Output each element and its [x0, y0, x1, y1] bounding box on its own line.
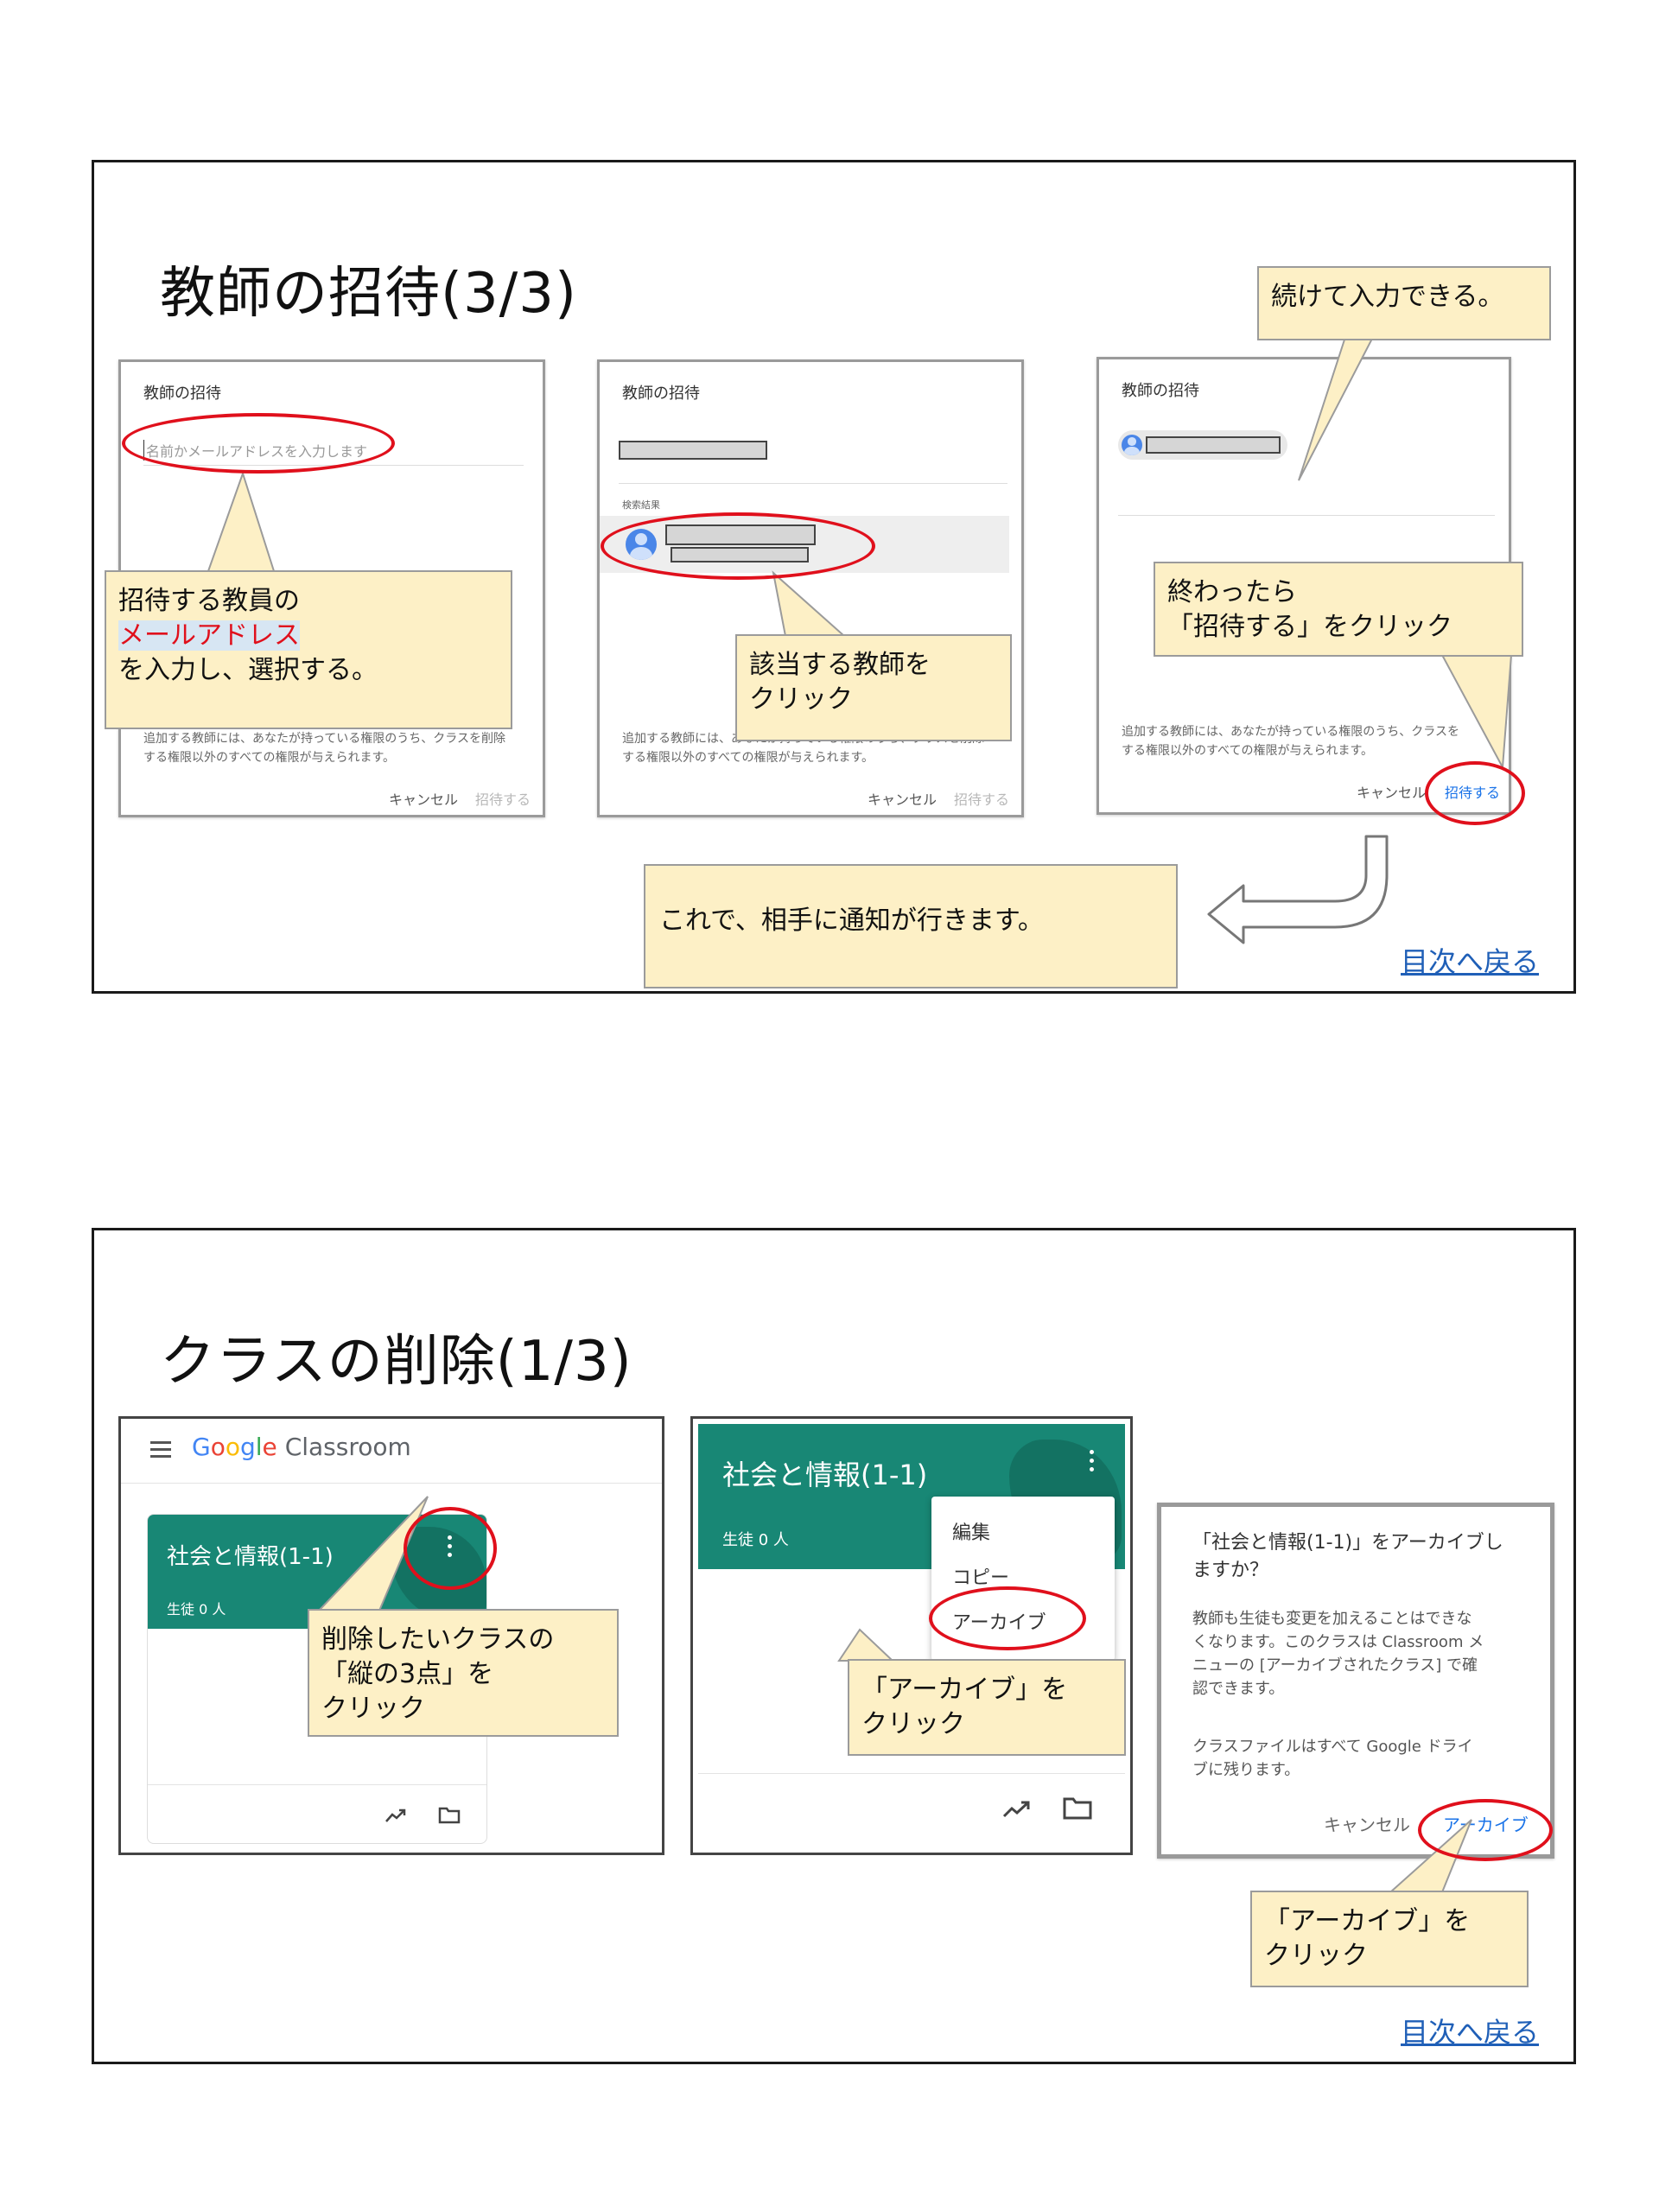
cancel-button[interactable]: キャンセル	[389, 791, 459, 808]
menu-item-edit[interactable]: 編集	[952, 1522, 991, 1544]
dialog-title: 教師の招待	[143, 385, 221, 403]
google-classroom-logo: Google Classroom	[192, 1433, 411, 1461]
callout-select-email: 招待する教員の メールアドレス を入力し、選択する。	[105, 570, 512, 729]
callout-click-teacher: 該当する教師を クリック	[735, 634, 1012, 741]
archive-files-note: クラスファイルはすべて Google ドライ ブに残ります。	[1192, 1738, 1473, 1779]
folder-icon[interactable]	[1063, 1796, 1092, 1820]
google-letter: g	[239, 1433, 256, 1461]
highlighted-term: メールアドレス	[118, 620, 300, 651]
google-letter: G	[192, 1433, 211, 1461]
highlight-ring-archive-menu	[929, 1586, 1086, 1650]
header-divider	[121, 1483, 662, 1484]
dialog-title: 教師の招待	[622, 385, 700, 403]
class-name[interactable]: 社会と情報(1-1)	[722, 1459, 928, 1491]
class-name[interactable]: 社会と情報(1-1)	[167, 1544, 334, 1570]
callout-notification: これで、相手に通知が行きます。	[644, 864, 1178, 988]
callout-kebab: 削除したいクラスの 「縦の3点」を クリック	[308, 1609, 619, 1737]
callout-tail-click	[772, 570, 847, 637]
google-letter: l	[255, 1433, 263, 1461]
slide-teacher-invite: 教師の招待(3/3) 教師の招待 名前かメールアドレスを入力します 追加する教師…	[92, 160, 1576, 994]
card-footer-divider	[698, 1773, 1125, 1774]
callout-tail-select	[207, 470, 276, 572]
divider	[1118, 515, 1495, 516]
highlight-ring-result	[601, 512, 875, 580]
kebab-menu-icon[interactable]	[1085, 1448, 1097, 1478]
cancel-button[interactable]: キャンセル	[1357, 785, 1427, 801]
highlight-ring-invite	[1425, 761, 1525, 825]
highlight-ring-kebab	[404, 1507, 497, 1590]
callout-tails	[207, 336, 1513, 771]
callout-finish-invite: 終わったら 「招待する」をクリック	[1154, 562, 1523, 657]
toc-link[interactable]: 目次へ戻る	[1401, 945, 1540, 978]
google-letter: o	[210, 1433, 226, 1461]
slide-title: クラスの削除(1/3)	[160, 1330, 632, 1394]
callout-tail-continue	[1285, 336, 1375, 481]
menu-item-copy[interactable]: コピー	[952, 1567, 1010, 1589]
callout-tail-archive-menu	[837, 1628, 895, 1662]
trending-icon[interactable]	[1002, 1799, 1032, 1820]
archive-question: 「社会と情報(1-1)」をアーカイブし ますか？	[1192, 1532, 1503, 1581]
redacted-chip-name	[1146, 436, 1281, 454]
student-count: 生徒 0 人	[722, 1531, 789, 1549]
highlight-ring-archive-button	[1418, 1799, 1553, 1861]
archive-description: 教師も生徒も変更を加えることはできな くなります。このクラスは Classroo…	[1192, 1610, 1484, 1698]
folder-icon[interactable]	[438, 1805, 461, 1824]
curved-arrow-icon	[1207, 835, 1389, 944]
cancel-button[interactable]: キャンセル	[1324, 1815, 1410, 1835]
callout-archive-menu: 「アーカイブ」を クリック	[848, 1659, 1126, 1756]
invite-button[interactable]: 招待する	[954, 791, 1010, 808]
redacted-input	[619, 441, 767, 460]
callout-continue-input: 続けて入力できる。	[1257, 266, 1551, 340]
toc-link[interactable]: 目次へ戻る	[1401, 2016, 1540, 2049]
invite-button[interactable]: 招待する	[475, 791, 531, 808]
callout-archive-button: 「アーカイブ」を クリック	[1250, 1891, 1529, 1987]
selected-chip[interactable]	[1118, 430, 1287, 460]
google-wordmark: Google	[192, 1433, 277, 1461]
google-letter: e	[262, 1433, 277, 1461]
divider	[619, 483, 1007, 484]
avatar	[1122, 435, 1142, 455]
google-letter: o	[225, 1433, 240, 1461]
slide-class-delete: クラスの削除(1/3) Google Classroom 社会と情報(1-1) …	[92, 1228, 1576, 2064]
callout-tail-finish	[1440, 654, 1513, 771]
dialog-title: 教師の招待	[1122, 382, 1199, 400]
student-count: 生徒 0 人	[167, 1601, 226, 1618]
highlight-ring-input	[122, 413, 395, 474]
classroom-wordmark: Classroom	[284, 1433, 411, 1461]
cancel-button[interactable]: キャンセル	[868, 791, 938, 808]
search-results-label: 検索結果	[622, 499, 660, 511]
card-footer-divider	[148, 1784, 486, 1785]
hamburger-menu-icon[interactable]	[150, 1441, 173, 1459]
slide-title: 教師の招待(3/3)	[160, 262, 577, 326]
permission-note: 追加する教師には、あなたが持っている権限のうち、クラスを する権限以外のすべての…	[1122, 725, 1460, 758]
permission-note: 追加する教師には、あなたが持っている権限のうち、クラスを削除 する権限以外のすべ…	[143, 732, 506, 765]
trending-icon[interactable]	[385, 1807, 407, 1824]
